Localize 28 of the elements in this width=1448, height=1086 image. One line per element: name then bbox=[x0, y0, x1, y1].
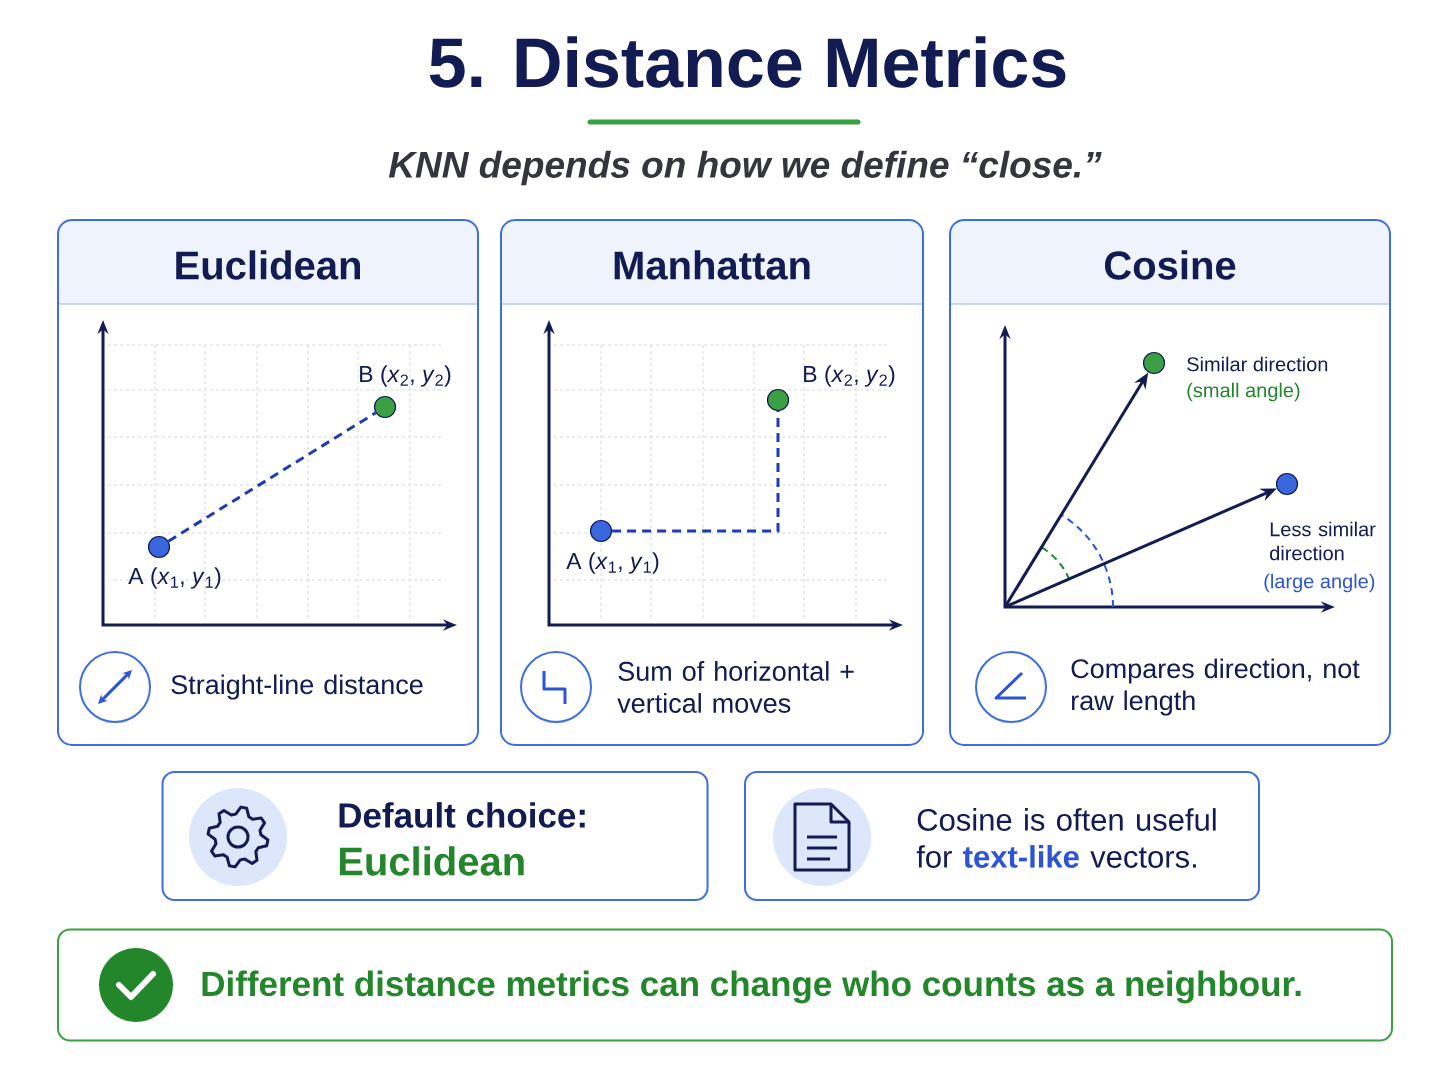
point-label: Similar direction bbox=[1187, 356, 1328, 372]
card-title: Euclidean bbox=[176, 250, 360, 280]
card-title: Cosine bbox=[1105, 250, 1236, 280]
point-label: B (x$_{2}$, y$_{2}$) bbox=[360, 365, 451, 387]
card-title: Manhattan bbox=[614, 250, 810, 280]
note-text: Cosine is often useful for text-like vectors. bbox=[916, 808, 1216, 868]
point-label: B (x$_{2}$, y$_{2}$) bbox=[804, 365, 895, 387]
info-box bbox=[744, 771, 1260, 901]
highlight-text: Euclidean bbox=[339, 846, 524, 876]
metric-card bbox=[500, 219, 924, 746]
title: 5. Distance Metrics bbox=[429, 36, 1066, 88]
box-heading: Default choice: bbox=[339, 802, 585, 828]
point-label: A (x$_{1}$, y$_{1}$) bbox=[566, 552, 659, 574]
subtitle: KNN depends on how we define “close.” bbox=[388, 150, 1102, 186]
metric-card bbox=[949, 219, 1391, 746]
distance-line bbox=[612, 411, 780, 533]
description: Compares direction, not raw length bbox=[1071, 658, 1360, 716]
point-label: A (x$_{1}$, y$_{1}$) bbox=[128, 567, 221, 589]
info-box bbox=[161, 771, 709, 901]
point-label: Less similar direction bbox=[1270, 521, 1376, 561]
metric-card bbox=[57, 219, 479, 746]
point-label: (small angle) bbox=[1187, 382, 1300, 402]
description: Straight-line distance bbox=[171, 674, 423, 700]
conclusion-banner bbox=[57, 928, 1393, 1042]
distance-line bbox=[167, 411, 377, 543]
description: Sum of horizontal + vertical moves bbox=[617, 661, 854, 713]
point-label: (large angle) bbox=[1264, 573, 1375, 593]
conclusion-text: Different distance metrics can change who counts as a neighbour. bbox=[202, 970, 1301, 1004]
